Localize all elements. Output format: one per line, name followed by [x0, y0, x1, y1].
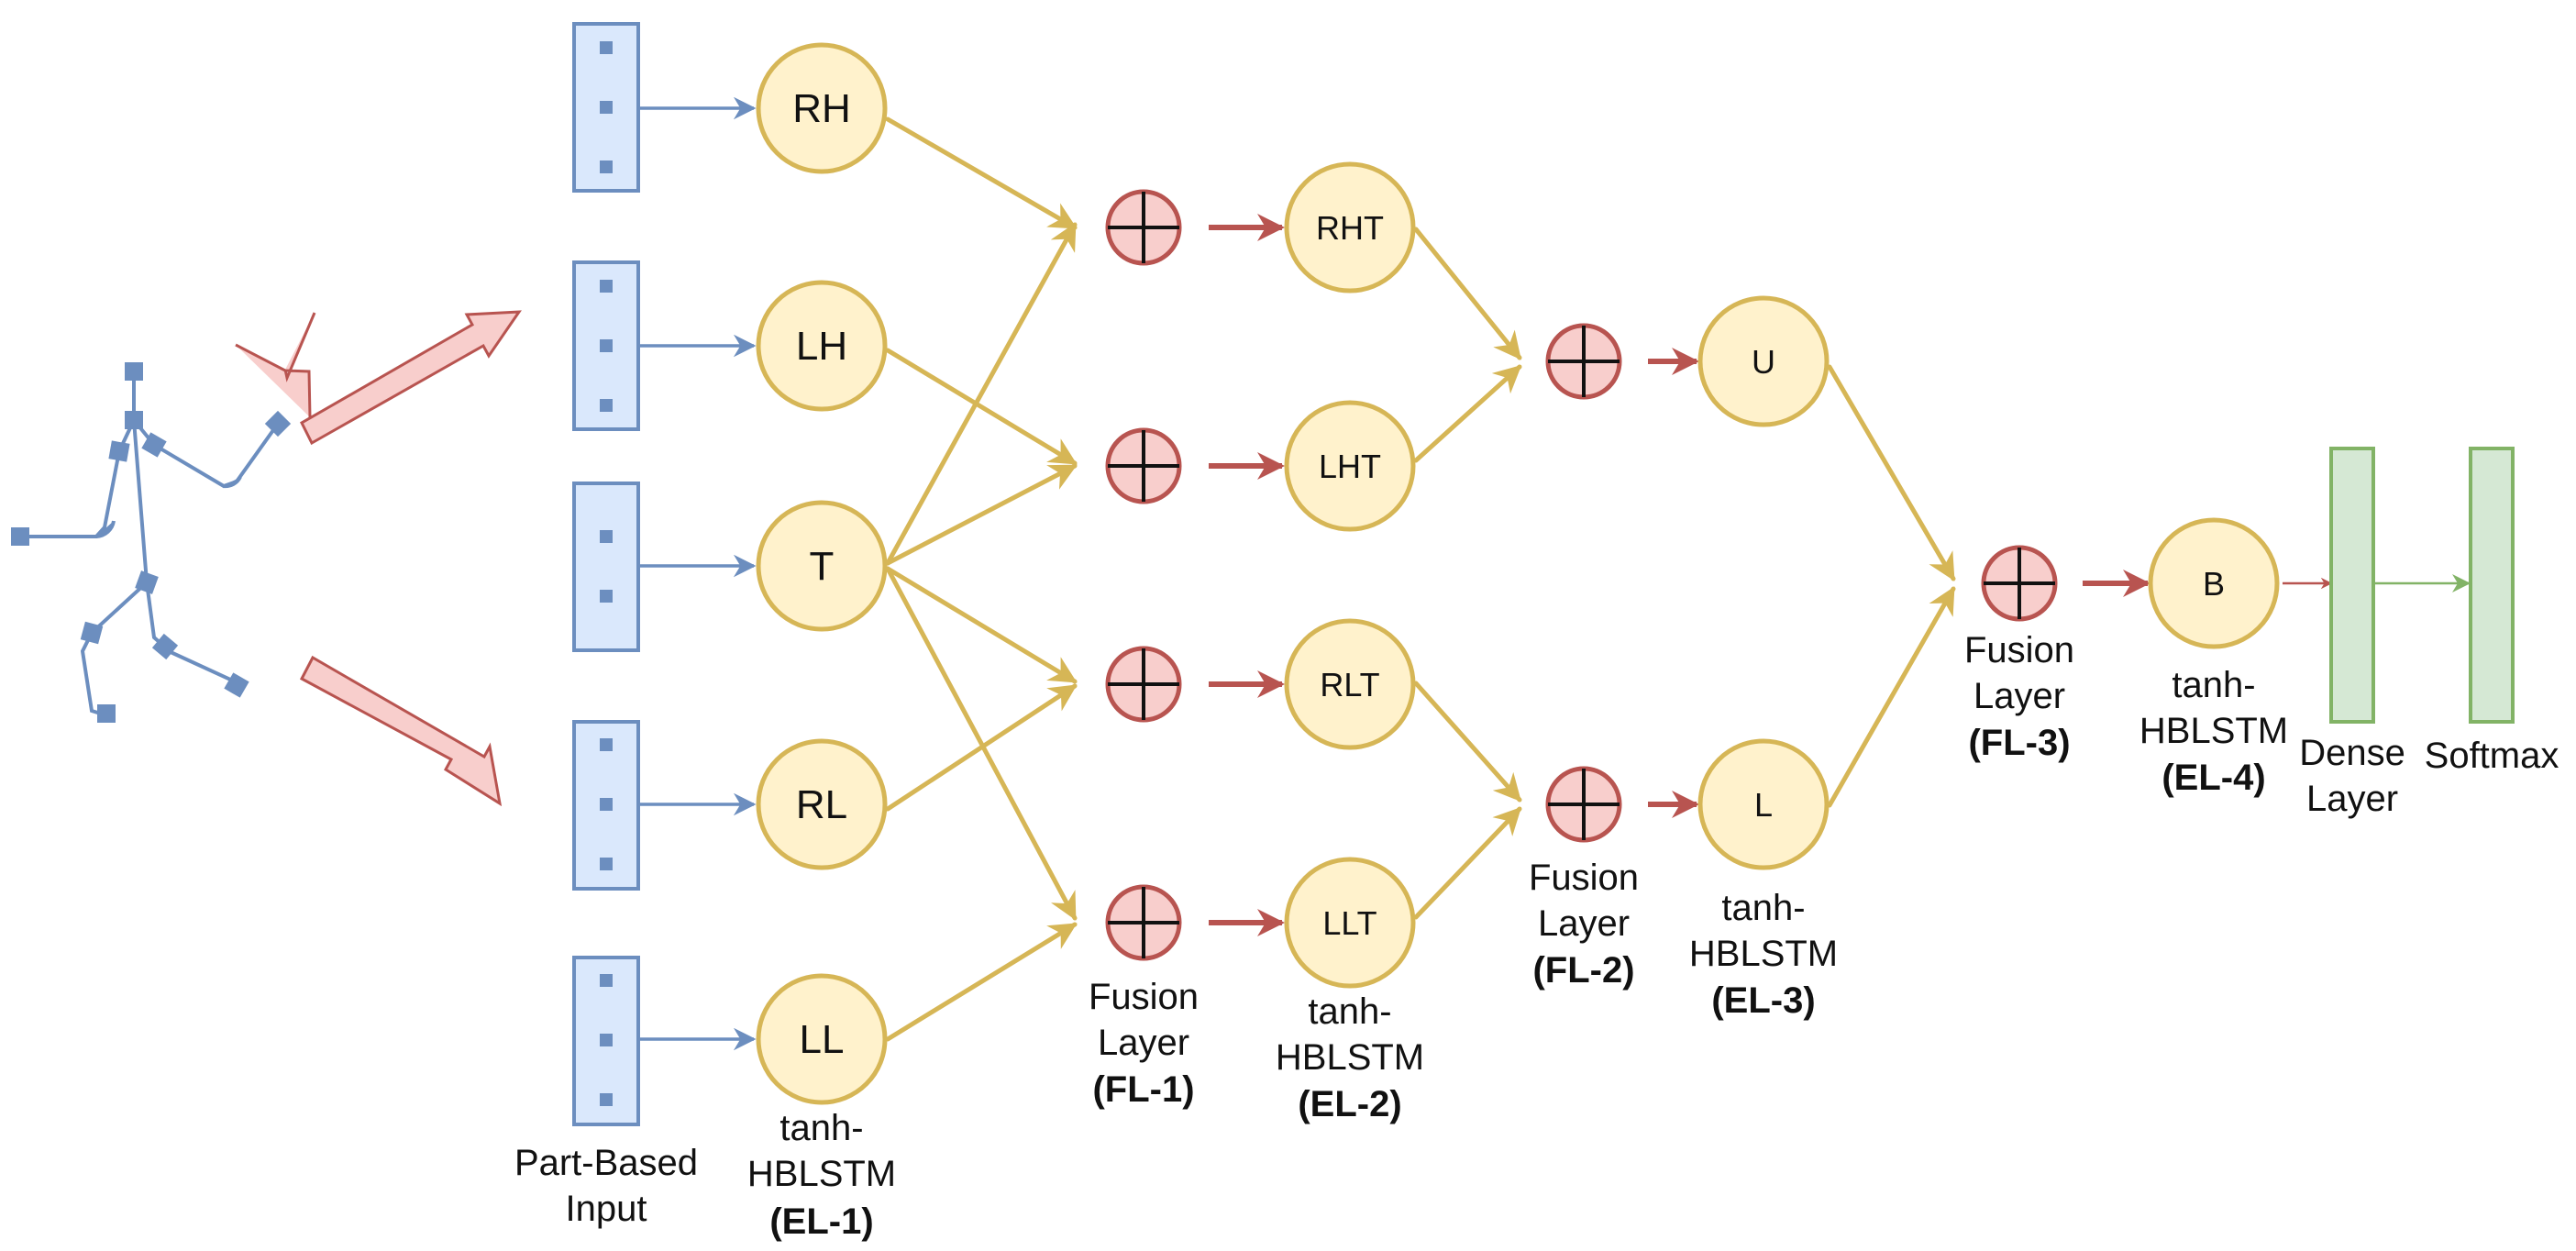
- caption-line: Input: [566, 1189, 647, 1229]
- input-box-rl: [572, 720, 640, 891]
- caption-line: Layer: [1538, 903, 1630, 944]
- el3-nodes: U L: [1697, 295, 1830, 870]
- node-label: RL: [796, 782, 847, 827]
- node-t: T: [756, 500, 888, 632]
- node-rl: RL: [756, 738, 888, 870]
- split-arrow-upper: [300, 310, 522, 446]
- input-box-lh: [572, 260, 640, 431]
- caption-line: Dense: [2299, 733, 2405, 773]
- caption-line: HBLSTM: [747, 1154, 896, 1194]
- node-rh: RH: [756, 42, 888, 174]
- caption-line: tanh-: [1308, 991, 1391, 1032]
- node-label: L: [1754, 786, 1773, 824]
- caption-line: HBLSTM: [1276, 1037, 1424, 1078]
- caption-line: tanh-: [2172, 665, 2255, 705]
- softmax-bar: [2469, 447, 2515, 724]
- caption-line: (EL-2): [1298, 1084, 1401, 1124]
- fusion-node-fl1-rlt: [1105, 646, 1182, 723]
- node-l: L: [1697, 738, 1830, 870]
- node-rlt: RLT: [1284, 618, 1416, 750]
- input-box-t: [572, 482, 640, 652]
- node-lht: LHT: [1284, 400, 1416, 532]
- node-u: U: [1697, 295, 1830, 427]
- caption-dense: Dense Layer: [2299, 733, 2405, 819]
- node-label: B: [2203, 565, 2225, 603]
- node-label: RH: [792, 86, 851, 131]
- node-label: LHT: [1319, 448, 1381, 485]
- red-arrows: [1209, 214, 2333, 936]
- fusion-node-fl3: [1981, 545, 2058, 622]
- caption-el2: tanh- HBLSTM (EL-2): [1276, 991, 1424, 1124]
- caption-line: HBLSTM: [2139, 711, 2288, 751]
- node-ll: LL: [756, 973, 888, 1105]
- caption-line: (EL-1): [769, 1201, 873, 1242]
- fusion-node-fl1-rht: [1105, 189, 1182, 266]
- node-label: U: [1752, 343, 1775, 381]
- split-arrow-lower: [299, 655, 503, 807]
- input-arrows: [640, 96, 757, 1051]
- node-label: T: [810, 544, 835, 589]
- caption-line: (EL-4): [2161, 758, 2265, 798]
- caption-line: (FL-1): [1092, 1069, 1194, 1110]
- fusion-node-fl1-lht: [1105, 427, 1182, 504]
- dense-layer-bar: [2329, 447, 2375, 724]
- caption-softmax: Softmax: [2425, 736, 2559, 776]
- fusion-node-fl1-llt: [1105, 884, 1182, 961]
- node-label: RLT: [1320, 666, 1379, 703]
- gold-connections: [885, 116, 1956, 1042]
- caption-line: Fusion: [1964, 630, 2074, 670]
- caption-line: (FL-2): [1532, 950, 1634, 991]
- caption-el3: tanh- HBLSTM (EL-3): [1689, 888, 1838, 1021]
- node-lh: LH: [756, 280, 888, 412]
- el2-nodes: RHT LHT RLT LLT: [1284, 161, 1416, 989]
- caption-line: tanh-: [779, 1108, 863, 1148]
- caption-line: HBLSTM: [1689, 934, 1838, 974]
- caption-input: Part-Based Input: [514, 1143, 698, 1229]
- node-label: LLT: [1322, 904, 1376, 942]
- node-rht: RHT: [1284, 161, 1416, 293]
- part-based-inputs: [572, 22, 640, 1126]
- caption-el1: tanh- HBLSTM (EL-1): [747, 1108, 896, 1242]
- split-arrows: [235, 310, 522, 807]
- fusion-node-fl2-u: [1545, 323, 1622, 400]
- caption-line: Layer: [2306, 779, 2398, 819]
- input-box-ll: [572, 956, 640, 1126]
- caption-line: (EL-3): [1711, 980, 1815, 1021]
- node-label: LL: [800, 1017, 845, 1062]
- caption-fl1: Fusion Layer (FL-1): [1089, 977, 1199, 1110]
- node-llt: LLT: [1284, 857, 1416, 989]
- caption-fl3: Fusion Layer (FL-3): [1964, 630, 2074, 763]
- caption-line: Fusion: [1529, 858, 1639, 898]
- node-label: LH: [796, 324, 847, 369]
- caption-line: Part-Based: [514, 1143, 698, 1183]
- fusion-nodes: [1105, 189, 2058, 961]
- el1-nodes: RH LH T RL LL: [756, 42, 888, 1105]
- caption-line: Layer: [1973, 676, 2065, 716]
- caption-line: tanh-: [1721, 888, 1805, 928]
- caption-fl2: Fusion Layer (FL-2): [1529, 858, 1639, 991]
- split-arrow-up: [235, 312, 316, 418]
- caption-line: Fusion: [1089, 977, 1199, 1017]
- caption-line: (FL-3): [1968, 723, 2070, 763]
- fusion-node-fl2-l: [1545, 766, 1622, 843]
- caption-el4: tanh- HBLSTM (EL-4): [2139, 665, 2288, 798]
- node-b: B: [2148, 517, 2280, 649]
- skeleton-figure: [11, 362, 292, 723]
- caption-line: Layer: [1098, 1023, 1189, 1063]
- node-label: RHT: [1316, 209, 1384, 247]
- input-box-rh: [572, 22, 640, 193]
